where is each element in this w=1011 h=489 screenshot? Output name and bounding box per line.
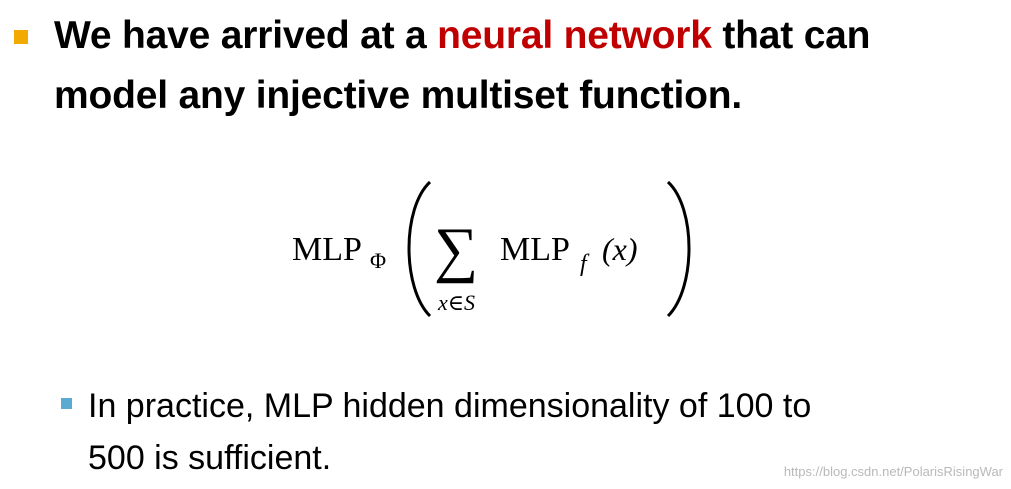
formula-outer-subscript: Φ [370, 248, 386, 273]
formula-inner-subscript: f [580, 251, 590, 277]
heading-line-1: We have arrived at a neural network that… [54, 6, 1004, 66]
heading-text-end: that can [711, 14, 871, 57]
main-bullet-text: We have arrived at a neural network that… [54, 6, 1004, 126]
formula-graphic: MLP Φ ∑ x∈S MLP f (x) [292, 180, 691, 318]
formula: MLP Φ ∑ x∈S MLP f (x) [290, 178, 710, 323]
watermark: https://blog.csdn.net/PolarisRisingWar [783, 464, 1003, 479]
sub-bullet-text: In practice, MLP hidden dimensionality o… [88, 380, 988, 484]
formula-right-paren [666, 180, 691, 318]
sub-bullet-line-1: In practice, MLP hidden dimensionality o… [88, 387, 812, 425]
formula-inner-mlp: MLP [500, 231, 570, 268]
heading-line-2: model any injective multiset function. [54, 74, 743, 117]
formula-left-paren [407, 180, 432, 318]
formula-argument: (x) [602, 231, 638, 267]
sub-bullet-line-2: 500 is sufficient. [88, 439, 332, 477]
formula-sum-symbol: ∑ [434, 216, 478, 284]
heading-highlight: neural network [437, 14, 712, 57]
formula-sum-subscript: x∈S [437, 290, 475, 315]
main-bullet-marker [14, 30, 28, 44]
heading-text-start: We have arrived at a [54, 14, 438, 57]
sub-bullet-marker [61, 398, 72, 409]
formula-outer-mlp: MLP [292, 231, 362, 268]
